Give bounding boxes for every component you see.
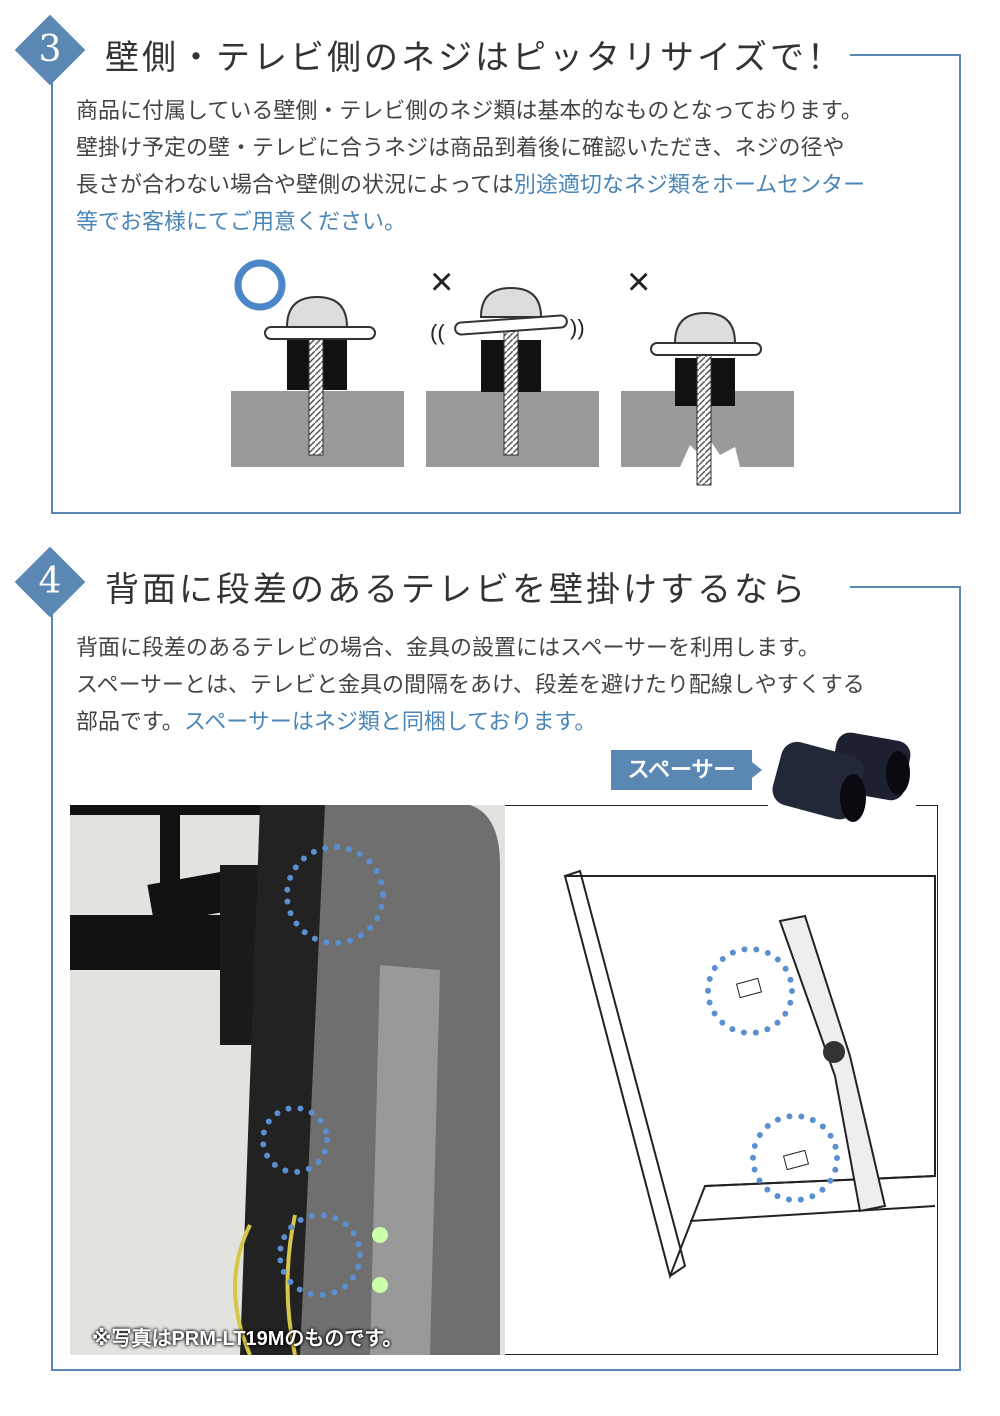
- divider: [959, 54, 961, 514]
- highlight-text: 別途適切なネジ類をホームセンター: [513, 172, 866, 197]
- mount-photo: [70, 805, 505, 1355]
- text-line: スペーサーとは、テレビと金具の間隔をあけ、段差を避けたり配線しやすくする: [76, 672, 865, 697]
- section-4-title: 背面に段差のあるテレビを壁掛けするなら: [105, 570, 808, 610]
- spacer-label: スペーサー: [611, 750, 762, 790]
- cross-icon: ×: [430, 260, 453, 304]
- section-4-text: 背面に段差のあるテレビの場合、金具の設置にはスペーサーを利用します。 スペーサー…: [76, 629, 865, 740]
- circle-ok-icon: [234, 259, 286, 311]
- section-3-title: 壁側・テレビ側のネジはピッタリサイズで！: [105, 38, 844, 78]
- section-4-number: 4: [38, 561, 62, 602]
- text-line: 商品に付属している壁側・テレビ側のネジ類は基本的なものとなっております。: [76, 98, 863, 123]
- section-3-text: 商品に付属している壁側・テレビ側のネジ類は基本的なものとなっております。 壁掛け…: [76, 92, 865, 240]
- section-3-number: 3: [38, 29, 62, 70]
- spacer-image: [768, 728, 916, 828]
- divider: [959, 586, 961, 1371]
- spacer-diagram: [563, 869, 936, 1280]
- divider: [850, 586, 961, 588]
- divider: [51, 612, 53, 1371]
- text-line: 長さが合わない場合や壁側の状況によっては: [76, 172, 514, 197]
- photo-caption: ※写真はPRM-LT19Mのものです。: [92, 1328, 403, 1350]
- cross-icon: ×: [627, 260, 650, 304]
- highlight-text: 等でお客様にてご用意ください。: [76, 209, 407, 234]
- too-long-screw-panel: ×: [621, 260, 794, 486]
- divider: [51, 1369, 961, 1371]
- correct-screw-panel: [231, 259, 404, 467]
- screw-illustration: × (( )) ×: [231, 259, 794, 486]
- loose-screw-panel: × (( )): [426, 260, 599, 467]
- divider: [51, 80, 53, 514]
- highlight-text: スペーサーはネジ類と同梱しております。: [183, 709, 597, 734]
- text-line: 背面に段差のあるテレビの場合、金具の設置にはスペーサーを利用します。: [76, 635, 820, 660]
- svg-text:)): )): [570, 315, 585, 340]
- divider: [51, 512, 961, 514]
- text-line: 壁掛け予定の壁・テレビに合うネジは商品到着後に確認いただき、ネジの径や: [76, 135, 845, 160]
- divider: [850, 54, 961, 56]
- diagram-frame: [505, 805, 938, 1355]
- text-line: 部品です。: [76, 709, 184, 734]
- svg-text:((: ((: [430, 320, 445, 345]
